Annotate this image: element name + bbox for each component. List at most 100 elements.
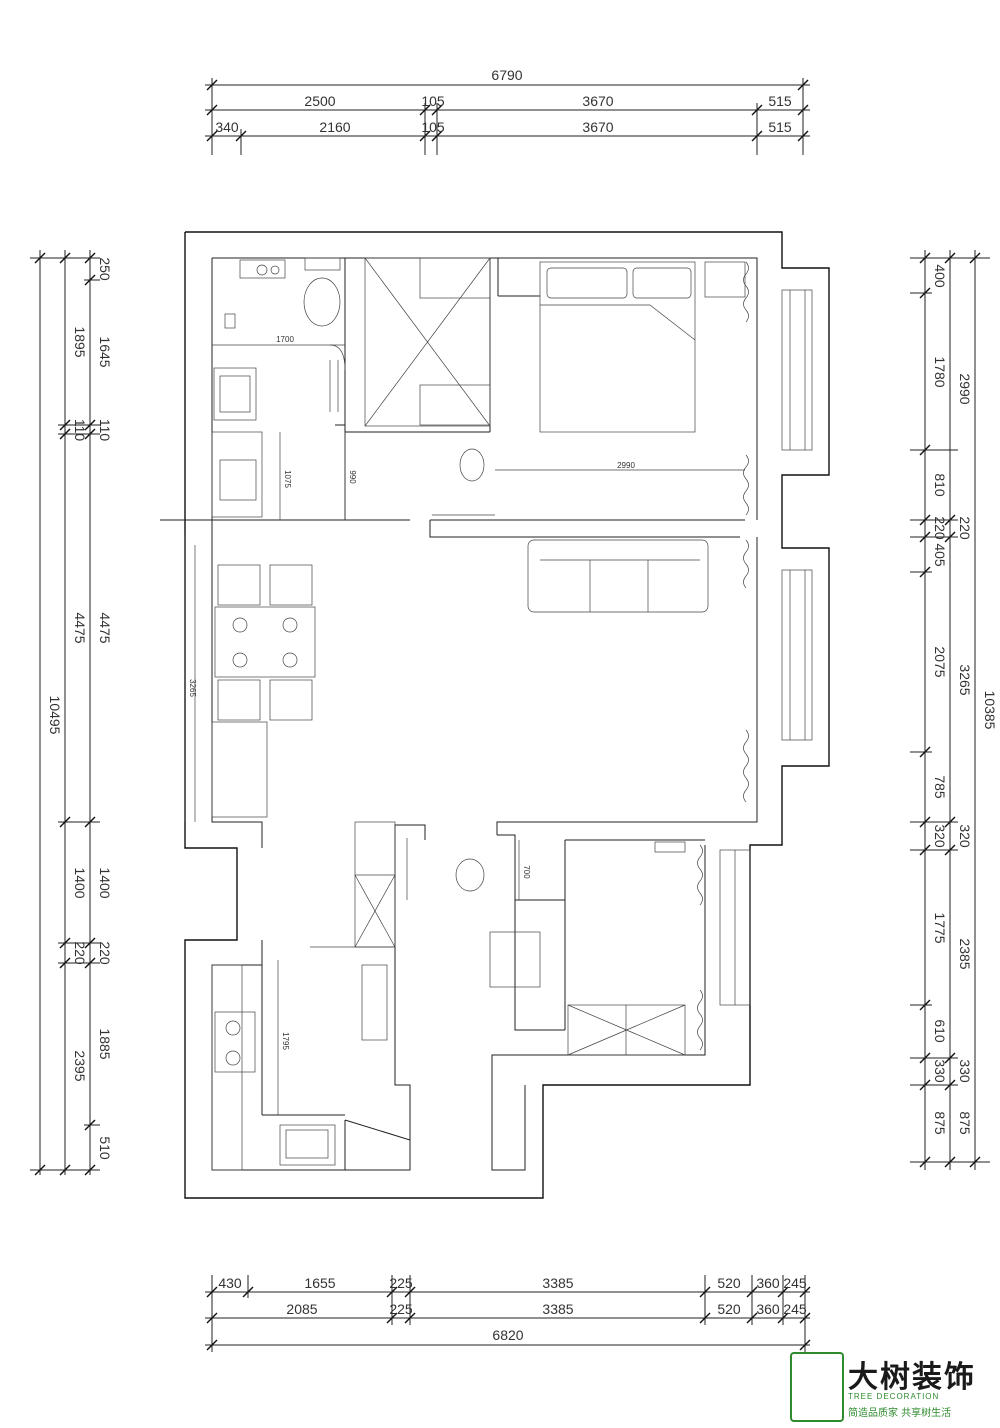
dim-left-in-6: 1885 (97, 1028, 113, 1059)
dim-right-in-2: 810 (932, 473, 948, 497)
dim-right-in-7: 320 (932, 824, 948, 848)
washing-machine-icon (213, 367, 257, 421)
dim-right-in-10: 330 (932, 1059, 948, 1083)
bottom-dimensions: 430 1655 225 3385 520 360 245 2085 225 3… (205, 1275, 811, 1352)
dim-right-mid-2: 3265 (957, 664, 973, 695)
dim-right-in-11: 875 (932, 1111, 948, 1135)
dim-right-mid-6: 875 (957, 1111, 973, 1135)
living-dining: 3265 (188, 539, 709, 822)
curtains (697, 261, 749, 1051)
dim-right-mid-5: 330 (957, 1059, 973, 1083)
top-dimensions: 6790 2500 105 3670 515 340 2160 105 3670… (205, 67, 810, 155)
dim-top-r2-4: 515 (768, 119, 792, 135)
sofa-icon (527, 539, 709, 613)
dim-bot-r1-0: 430 (218, 1275, 242, 1291)
dim-bot-r2-1: 225 (389, 1301, 413, 1317)
dim-right-mid-4: 2385 (957, 938, 973, 969)
dim-top-r1-0: 2500 (304, 93, 335, 109)
dim-bot-r1-4: 520 (717, 1275, 741, 1291)
dim-left-mid-0: 1895 (72, 326, 88, 357)
wardrobe (364, 257, 491, 427)
dim-bot-total: 6820 (492, 1327, 523, 1343)
logo-name-cn: 大树装饰 (848, 1360, 976, 1395)
logo-slogan: 简造品质家 共享树生活 (848, 1408, 952, 1419)
person-icon (459, 448, 485, 482)
dim-left-in-1: 1645 (97, 336, 113, 367)
dim-bot-r1-5: 360 (756, 1275, 780, 1291)
dining-table-icon (214, 606, 316, 678)
dim-bot-r2-4: 360 (756, 1301, 780, 1317)
dim-right-in-1: 1780 (932, 356, 948, 387)
dim-990: 990 (348, 470, 357, 484)
dim-top-total: 6790 (491, 67, 522, 83)
company-logo: 大树装饰 TREE DECORATION 简造品质家 共享树生活 (790, 1352, 990, 1422)
kitchen-sink-icon (279, 1124, 336, 1166)
doors (329, 344, 495, 900)
dim-bot-r1-2: 225 (389, 1275, 413, 1291)
washbasin: 1075 990 (211, 431, 357, 520)
dim-top-r2-3: 3670 (582, 119, 613, 135)
dim-left-mid-1: 110 (72, 419, 88, 442)
logo-name-en: TREE DECORATION (848, 1392, 940, 1401)
windows (719, 289, 813, 1006)
dim-1700: 1700 (276, 335, 294, 344)
dim-bot-r1-1: 1655 (304, 1275, 335, 1291)
inner-wall-north-west (211, 258, 263, 848)
dim-left-in-4: 1400 (97, 867, 113, 898)
dim-bot-r1-3: 3385 (542, 1275, 573, 1291)
dim-left-mid-2: 4475 (72, 612, 88, 643)
dim-right-in-0: 400 (932, 264, 948, 288)
walls (160, 231, 830, 1199)
person-icon-2 (455, 858, 485, 892)
desk-icon (489, 931, 541, 988)
dim-left-in-7: 510 (97, 1136, 113, 1160)
bed-icon (539, 261, 696, 433)
dim-2990: 2990 (617, 461, 635, 470)
fridge-icon (211, 721, 268, 818)
stove-icon (214, 1011, 256, 1073)
dim-left-mid-4: 220 (72, 941, 88, 965)
dim-right-mid-3: 320 (957, 824, 973, 848)
dim-1075: 1075 (283, 470, 292, 488)
second-bedroom: 700 (310, 821, 686, 1056)
dim-right-in-4: 405 (932, 543, 948, 567)
dim-bot-r2-3: 520 (717, 1301, 741, 1317)
dim-left-outer: 10495 (47, 696, 63, 735)
dim-left-in-5: 220 (97, 941, 113, 965)
dim-right-in-9: 610 (932, 1019, 948, 1043)
dim-top-r1-3: 515 (768, 93, 792, 109)
dim-bot-r2-2: 3385 (542, 1301, 573, 1317)
dim-left-mid-5: 2395 (72, 1050, 88, 1081)
dim-top-r1-1: 105 (421, 93, 445, 109)
dim-700: 700 (522, 865, 531, 879)
dim-top-r2-0: 340 (215, 119, 239, 135)
dim-left-mid-3: 1400 (72, 867, 88, 898)
bed-2-icon (567, 1004, 686, 1056)
dim-left-in-0: 250 (97, 257, 113, 281)
right-dimensions: 400 1780 810 220 405 2075 785 320 1775 6… (910, 250, 998, 1170)
dim-bot-r2-0: 2085 (286, 1301, 317, 1317)
dim-right-outer: 10385 (982, 691, 998, 730)
dim-left-in-3: 4475 (97, 612, 113, 643)
dim-bot-r2-5: 245 (783, 1301, 807, 1317)
master-bedroom: 2990 (459, 261, 746, 482)
dim-right-in-6: 785 (932, 775, 948, 799)
dim-top-r2-2: 105 (421, 119, 445, 135)
dim-bot-r1-6: 245 (783, 1275, 807, 1291)
outer-wall (184, 231, 830, 1199)
tree-logo-icon (790, 1352, 844, 1422)
toilet-icon (303, 277, 341, 327)
kitchen: 1795 (211, 960, 336, 1171)
dim-left-in-2: 110 (97, 419, 113, 442)
dim-top-r1-2: 3670 (582, 93, 613, 109)
dim-right-in-5: 2075 (932, 646, 948, 677)
dim-right-in-3: 220 (932, 516, 948, 540)
dim-right-mid-1: 220 (957, 516, 973, 540)
dim-right-mid-0: 2990 (957, 373, 973, 404)
dim-right-in-8: 1775 (932, 912, 948, 943)
dim-3265: 3265 (188, 679, 197, 697)
bathroom: 1700 (212, 257, 345, 421)
dim-1795: 1795 (281, 1032, 290, 1050)
dim-top-r2-1: 2160 (319, 119, 350, 135)
